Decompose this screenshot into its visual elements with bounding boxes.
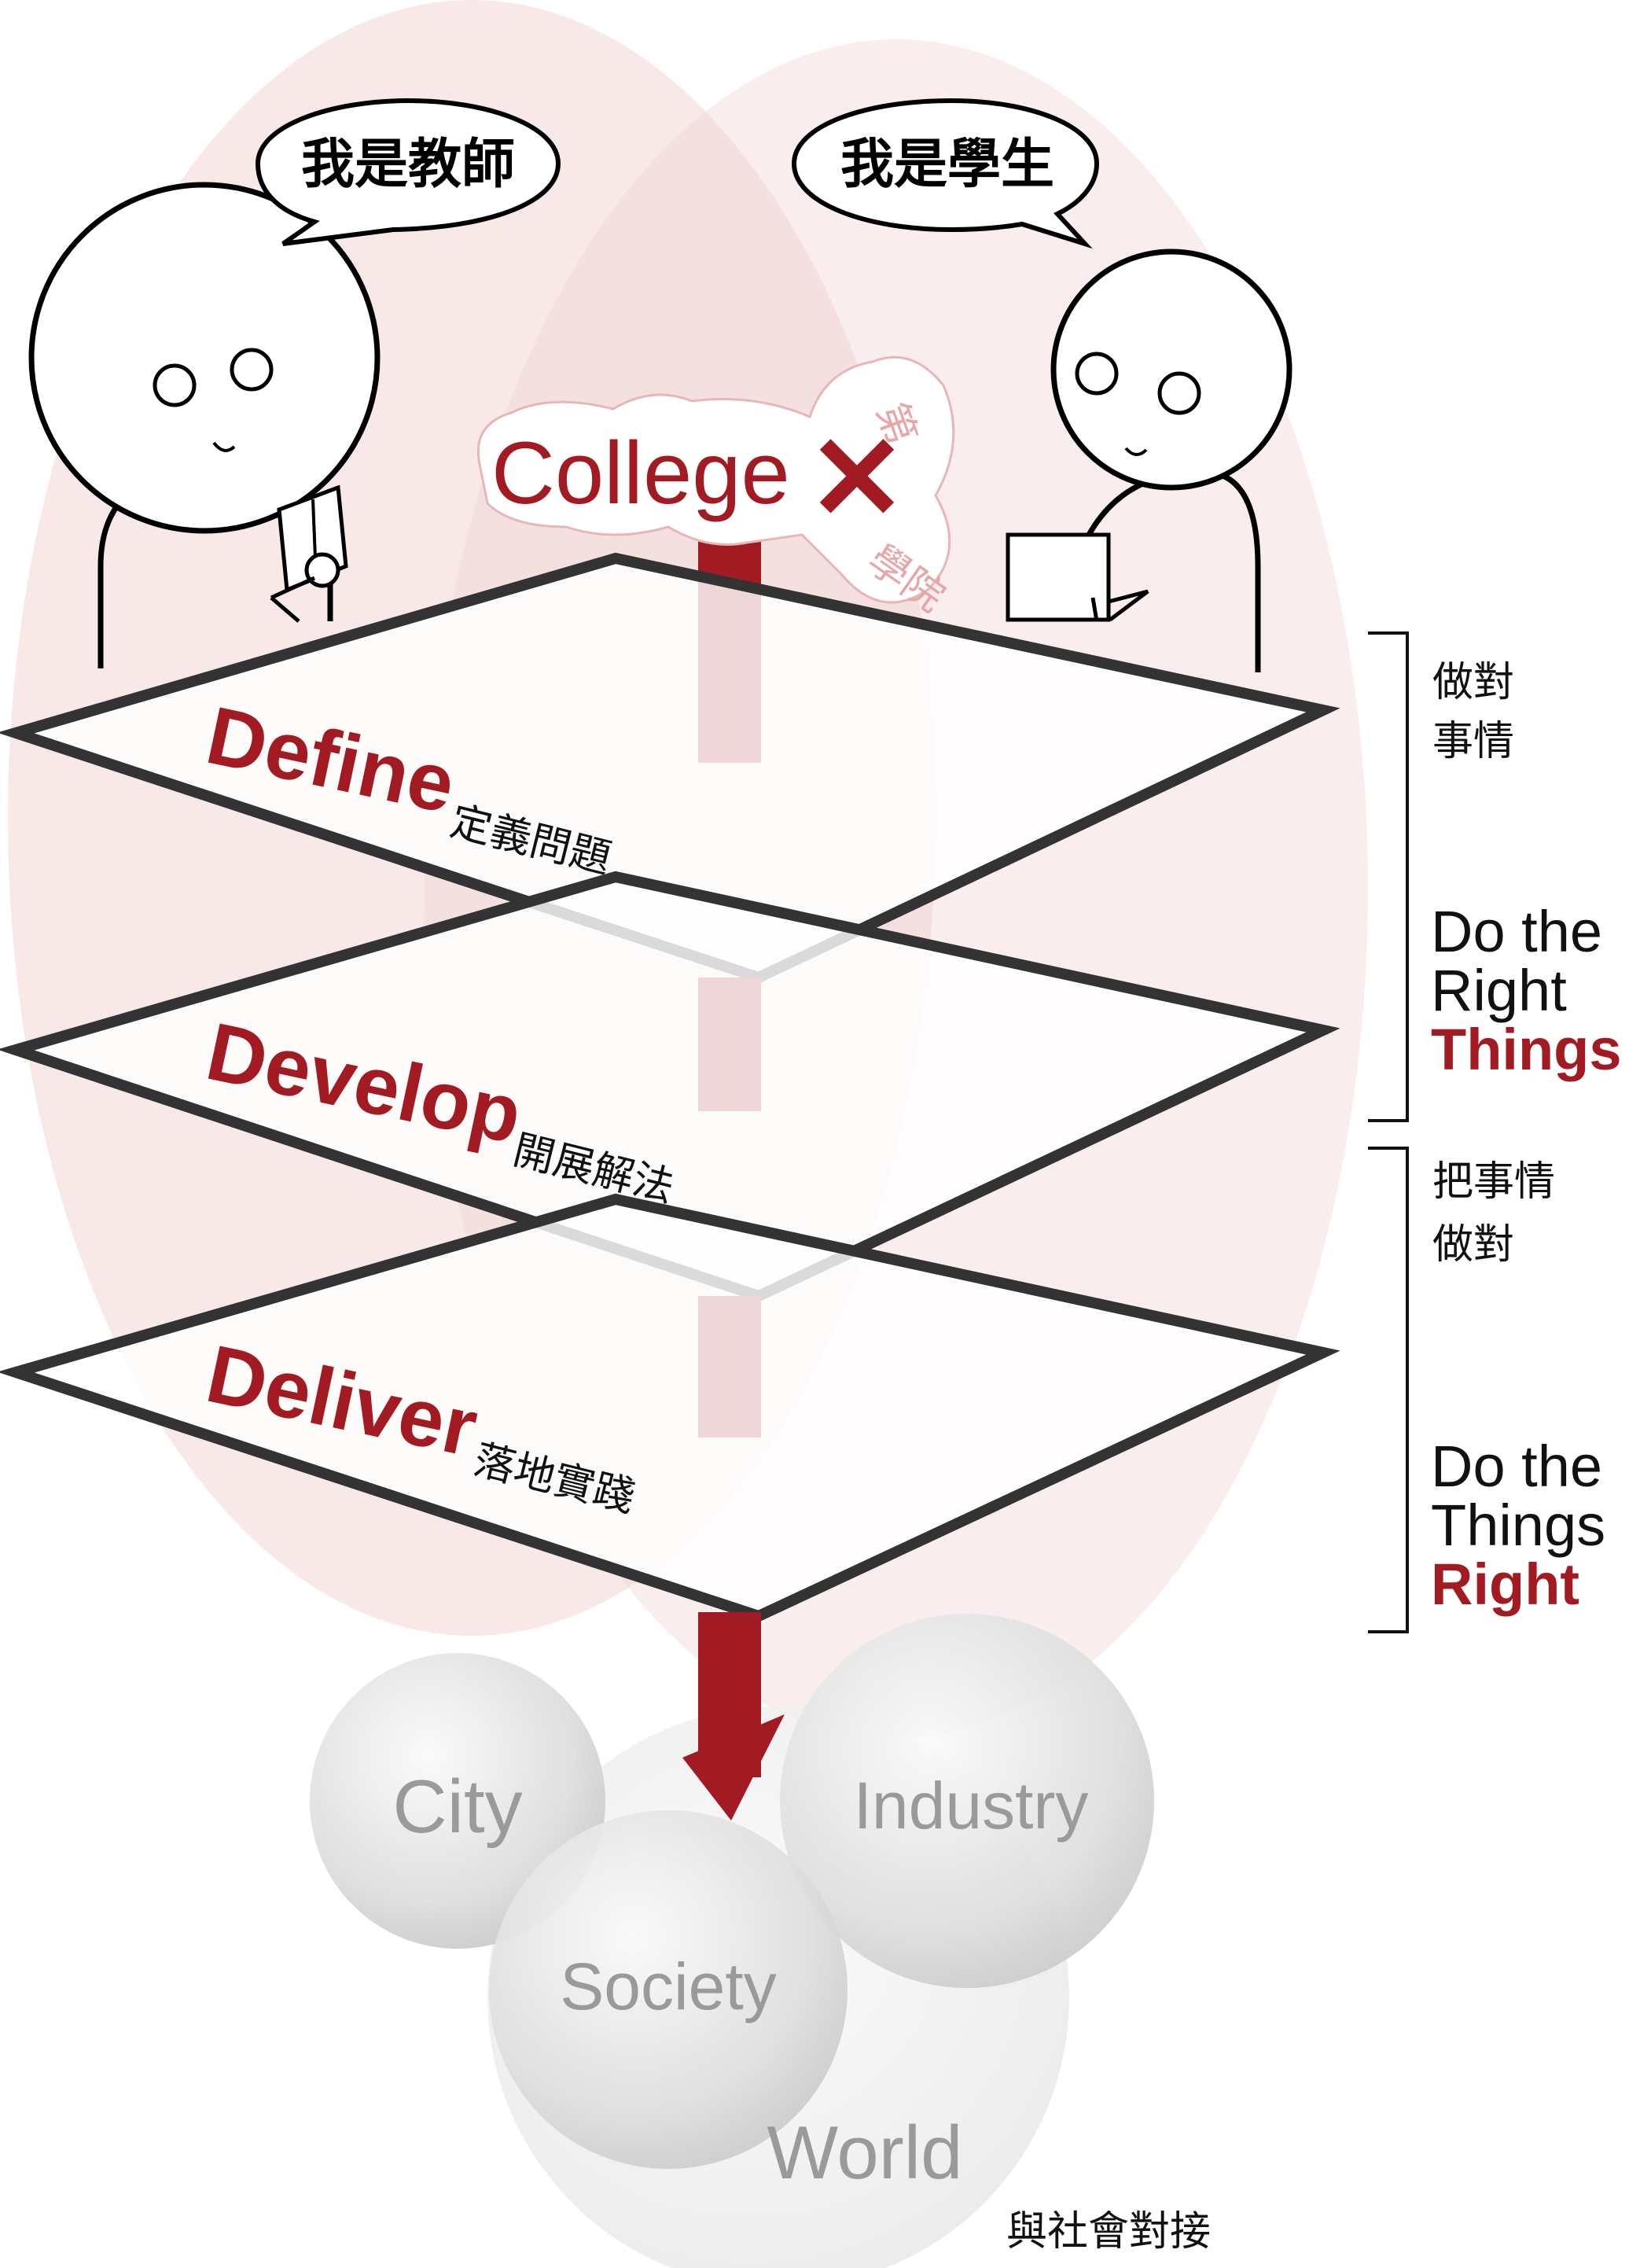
sphere-society-label: Society xyxy=(560,1950,776,2023)
arrow-head xyxy=(682,1714,785,1821)
group1-en-line3: Things xyxy=(1431,1017,1622,1082)
group2-en-line2: Things xyxy=(1431,1493,1605,1558)
logo-x-mark: ✕ xyxy=(807,412,906,544)
group1-en-line2: Right xyxy=(1431,958,1567,1023)
group2-cn-line1: 把事情 xyxy=(1432,1158,1555,1206)
group1-cn-line2: 事情 xyxy=(1432,718,1514,765)
footer-text: 與社會對接 xyxy=(1006,2208,1211,2255)
student-speech-bubble: 我是學生 xyxy=(791,98,1100,249)
group1-en-line1: Do the xyxy=(1431,899,1602,964)
bracket-1 xyxy=(1368,631,1409,1122)
layer-define: Define 定義問題 xyxy=(0,552,1340,984)
sphere-world-label: World xyxy=(767,2111,963,2195)
sphere-city-label: City xyxy=(392,1765,522,1849)
group2-en-line3: Right xyxy=(1431,1552,1579,1617)
group2-en-line1: Do the xyxy=(1431,1434,1602,1499)
layer-deliver: Deliver 落地實踐 xyxy=(0,1193,1340,1622)
teacher-speech-bubble: 我是教師 xyxy=(255,98,561,246)
sphere-society xyxy=(489,1810,848,2169)
logo-word: College xyxy=(491,424,790,522)
group2-cn-line2: 做對 xyxy=(1432,1221,1514,1268)
teacher-figure xyxy=(28,182,381,668)
teacher-speech-text: 我是教師 xyxy=(301,134,515,196)
college-x-logo: College ✕ 第 學院 xyxy=(476,355,955,621)
student-speech-text: 我是學生 xyxy=(840,134,1054,196)
sphere-industry-label: Industry xyxy=(854,1769,1089,1843)
student-figure xyxy=(1006,249,1293,672)
group1-cn-line1: 做對 xyxy=(1432,659,1514,706)
spheres-group: City Industry Society World xyxy=(310,1614,1154,2268)
bracket-2 xyxy=(1368,1147,1409,1633)
right-panel: 做對 事情 Do the Right Things 把事情 做對 Do the … xyxy=(1368,631,1622,1633)
sphere-industry xyxy=(780,1614,1154,1988)
